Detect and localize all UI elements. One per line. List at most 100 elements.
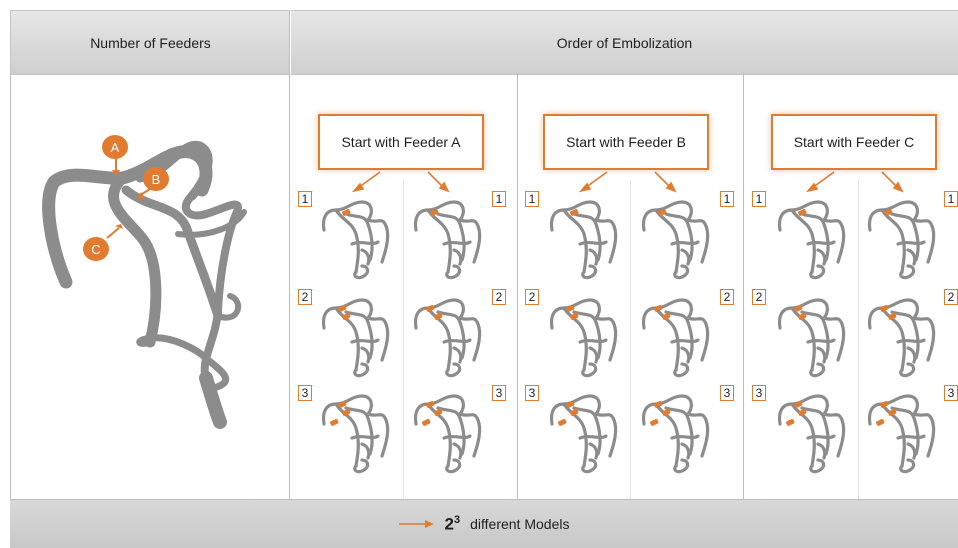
vessel-segment (590, 348, 597, 362)
vessel-segment (908, 444, 915, 458)
power-exponent: 3 (454, 514, 460, 526)
group-divider (743, 73, 744, 499)
mini-vessel-model (312, 190, 402, 282)
group-divider (517, 73, 518, 499)
column-divider (289, 10, 290, 499)
order-number: 3 (298, 385, 312, 401)
mini-vessel-model (632, 190, 722, 282)
vessel-segment (818, 348, 825, 362)
vessel-segment (672, 340, 698, 342)
models-count: 23 (445, 514, 461, 535)
vessel-segment (898, 242, 924, 244)
vessel-segment (444, 340, 470, 342)
order-number: 1 (525, 191, 539, 207)
vessel-segment (882, 210, 904, 272)
vessel-segment (580, 242, 606, 244)
vessel-segment (454, 348, 461, 362)
vessel-segment (808, 340, 834, 342)
mini-vessel-model (858, 288, 948, 380)
vessel-segment (428, 210, 450, 272)
order-number: 3 (492, 385, 506, 401)
order-number: 2 (525, 289, 539, 305)
mini-vessel-model (404, 384, 494, 476)
order-number: 3 (752, 385, 766, 401)
vessel-segment (590, 444, 597, 458)
mini-vessel-model (768, 190, 858, 282)
vessel-segment (672, 242, 698, 244)
order-number: 3 (720, 385, 734, 401)
mini-vessel-model (858, 384, 948, 476)
feeder-label: B (152, 172, 161, 187)
vessel-segment (362, 348, 369, 362)
footer-bar: 23 different Models (10, 499, 958, 548)
mini-vessel-model (404, 288, 494, 380)
power-base: 2 (445, 514, 454, 533)
vessel-segment (672, 436, 698, 438)
vessel-segment (444, 242, 470, 244)
vessel-segment (590, 250, 597, 264)
footer-text: different Models (470, 516, 569, 532)
vessel-segment (898, 436, 924, 438)
vessel-segment (352, 340, 378, 342)
order-number: 1 (492, 191, 506, 207)
vessel-segment (818, 250, 825, 264)
start-box-feeder-b: Start with Feeder B (543, 114, 709, 170)
order-number: 1 (720, 191, 734, 207)
vessel-segment (444, 436, 470, 438)
mini-vessel-model (312, 384, 402, 476)
sub-divider (630, 180, 631, 499)
feeder-badge-a: A (102, 135, 128, 159)
vessel-segment (352, 242, 378, 244)
vessel-segment (682, 348, 689, 362)
feeder-badge-b: B (143, 167, 169, 191)
order-number: 2 (298, 289, 312, 305)
vessel-segment (580, 340, 606, 342)
feeder-label: A (111, 140, 120, 155)
vessel-segment (362, 250, 369, 264)
order-number: 2 (492, 289, 506, 305)
order-number: 2 (752, 289, 766, 305)
vessel-segment (580, 436, 606, 438)
embolization-marker (650, 418, 659, 426)
start-box-feeder-c: Start with Feeder C (771, 114, 937, 170)
mini-vessel-model (540, 384, 630, 476)
order-number: 3 (525, 385, 539, 401)
feeder-label: C (91, 242, 100, 257)
embolization-marker (422, 418, 431, 426)
embolization-marker (330, 418, 339, 426)
mini-vessel-model (858, 190, 948, 282)
header-order-of-embolization: Order of Embolization (291, 10, 958, 75)
vessel-segment (908, 250, 915, 264)
mini-vessel-model (404, 190, 494, 282)
mini-vessel-model (768, 288, 858, 380)
left-border (10, 73, 11, 499)
header-number-of-feeders: Number of Feeders (10, 10, 290, 75)
vessel-segment (682, 444, 689, 458)
order-number: 2 (720, 289, 734, 305)
feeder-badge-c: C (83, 237, 109, 261)
vessel-segment (908, 348, 915, 362)
arrow-icon (112, 170, 120, 176)
vessel-segment (336, 210, 358, 272)
mini-vessel-model (632, 288, 722, 380)
mini-vessel-model (312, 288, 402, 380)
vessel-segment (792, 210, 814, 272)
orange-arrow-icon (399, 519, 435, 529)
order-number: 1 (298, 191, 312, 207)
vessel-segment (808, 436, 834, 438)
vessel-segment (898, 340, 924, 342)
embolization-marker (876, 418, 885, 426)
vessel-segment (656, 210, 678, 272)
vessel-segment (808, 242, 834, 244)
vessel-segment (362, 444, 369, 458)
start-box-feeder-a: Start with Feeder A (318, 114, 484, 170)
embolization-marker (786, 418, 795, 426)
vessel-segment (352, 436, 378, 438)
vessel-segment (454, 250, 461, 264)
vessel-segment (682, 250, 689, 264)
mini-vessel-model (540, 288, 630, 380)
vessel-segment (564, 210, 586, 272)
vessel-segment (818, 444, 825, 458)
embolization-marker (558, 418, 567, 426)
